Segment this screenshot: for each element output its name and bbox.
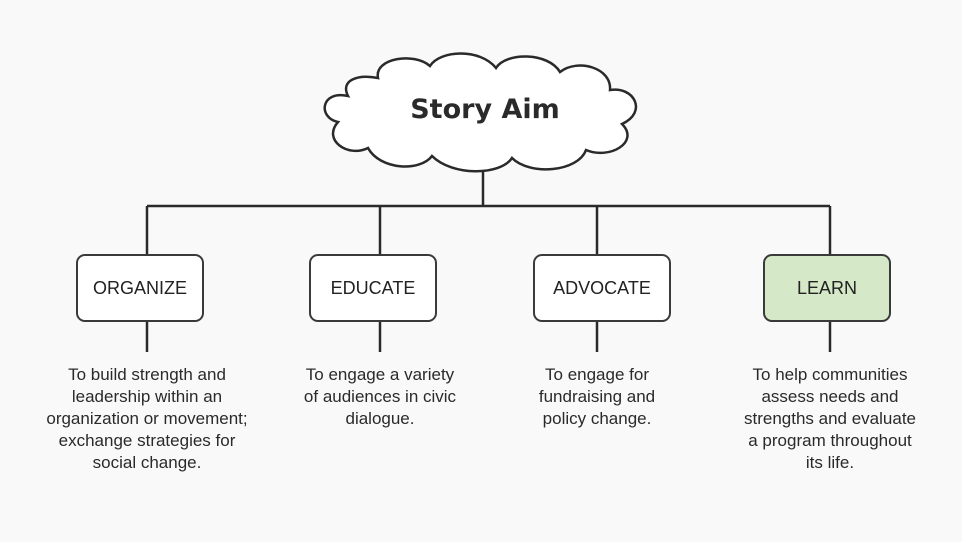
description-line: To build strength and	[68, 365, 226, 384]
node-educate: EDUCATE	[309, 254, 437, 322]
description-organize: To build strength and leadership within …	[17, 364, 277, 474]
description-line: exchange strategies for	[58, 431, 236, 450]
description-line: policy change.	[542, 409, 652, 428]
description-line: strengths and evaluate	[743, 409, 916, 428]
description-line: To engage for	[545, 365, 649, 384]
node-label: ORGANIZE	[92, 277, 187, 298]
root-node-label: Story Aim	[410, 94, 560, 125]
node-organize: ORGANIZE	[76, 254, 204, 322]
description-learn: To help communities assess needs and str…	[720, 364, 940, 474]
description-line: fundraising and	[538, 387, 656, 406]
description-line: its life.	[805, 453, 855, 472]
description-line: of audiences in civic	[303, 387, 457, 406]
description-line: To engage a variety	[305, 365, 455, 384]
node-learn: LEARN	[763, 254, 891, 322]
node-label: ADVOCATE	[553, 277, 651, 298]
description-educate: To engage a variety of audiences in civi…	[270, 364, 490, 430]
description-line: To help communities	[752, 365, 908, 384]
description-line: organization or movement;	[46, 409, 248, 428]
description-line: assess needs and	[761, 387, 899, 406]
description-line: leadership within an	[71, 387, 223, 406]
node-label: LEARN	[796, 277, 858, 298]
node-advocate: ADVOCATE	[533, 254, 671, 322]
description-advocate: To engage for fundraising and policy cha…	[497, 364, 697, 430]
cloud-shape	[323, 52, 638, 173]
description-line: social change.	[92, 453, 202, 472]
node-label: EDUCATE	[330, 277, 416, 298]
description-line: a program throughout	[748, 431, 912, 450]
description-line: dialogue.	[345, 409, 415, 428]
